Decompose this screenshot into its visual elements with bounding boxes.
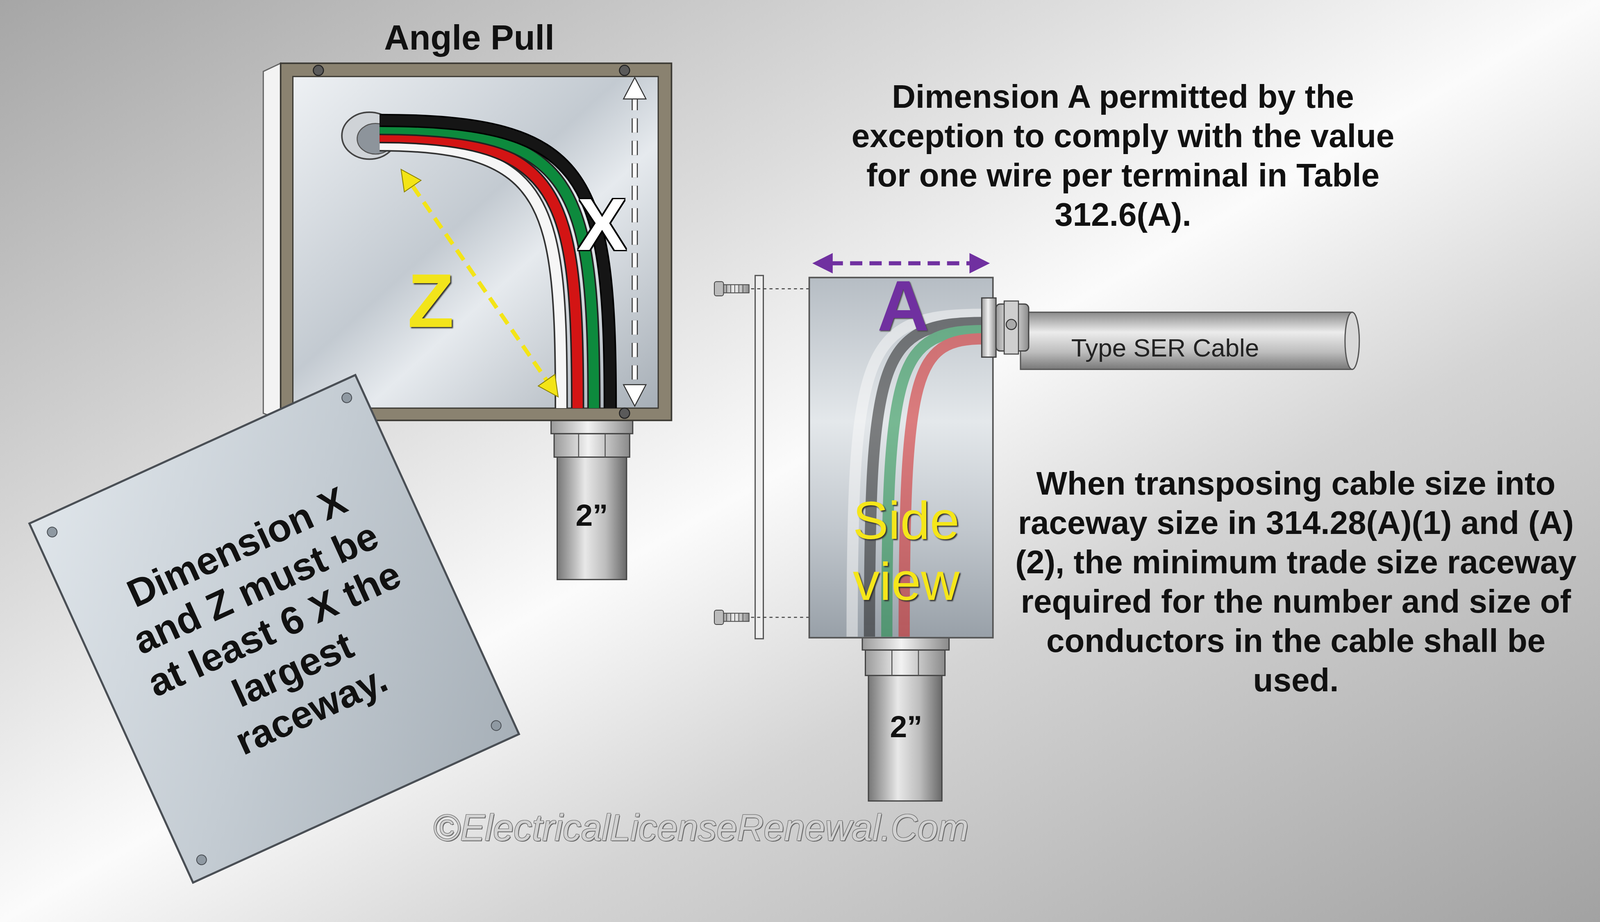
dimension-letter: A [877, 266, 930, 346]
conduit-pipe [868, 674, 942, 802]
dimension-line [830, 261, 972, 266]
screw-thread [726, 613, 744, 622]
screw-head [714, 610, 724, 625]
locknut [551, 420, 633, 434]
nut-edge [891, 650, 893, 676]
arrowhead [401, 169, 422, 192]
screw-thread [726, 284, 744, 294]
ser-cable [981, 297, 1360, 370]
arrowhead [623, 77, 646, 99]
conduit-pipe [557, 455, 627, 580]
conduit-nut [865, 650, 946, 676]
cable-end [1345, 312, 1360, 370]
screw-shank [722, 284, 750, 294]
guide-line [751, 616, 810, 618]
raceway-size: 2” [575, 498, 608, 533]
box-frame [280, 63, 672, 421]
screw-hole [340, 390, 354, 405]
figure-title: Angle Pull [384, 18, 555, 57]
arrowhead [623, 384, 646, 407]
conduit-bottom-right [862, 637, 950, 801]
raceway-size: 2” [889, 709, 923, 744]
connector-strap [1004, 301, 1019, 355]
dimension-letter: X [577, 184, 627, 266]
dimension-letter: Z [407, 259, 454, 344]
wire-outline [379, 120, 611, 409]
guide-line [751, 288, 810, 289]
nut-edge [918, 650, 919, 676]
angle-pull-box [263, 63, 672, 421]
dimension-z [401, 169, 559, 397]
conduit-nut [554, 433, 630, 457]
arrowhead [538, 374, 559, 398]
cover [755, 275, 764, 639]
screw [313, 65, 324, 76]
conduit-bottom-left [551, 420, 633, 580]
screws [313, 65, 630, 419]
nut-edge [604, 433, 606, 457]
locknut [862, 637, 950, 650]
dimension-x [623, 77, 646, 407]
cable-jacket [1020, 312, 1353, 370]
cable-name: Type SER Cable [1071, 334, 1260, 362]
screw-hole [489, 718, 503, 732]
black-wire [379, 120, 611, 409]
screw-hole [195, 853, 209, 867]
screw [619, 65, 630, 76]
dimension-line [632, 95, 637, 387]
arrowhead [969, 253, 991, 274]
nut-edge [578, 433, 580, 457]
box-side [263, 63, 281, 421]
screw-hole [45, 525, 59, 539]
plate [29, 375, 520, 883]
watermark: ©ElectricalLicenseRenewal.Com [433, 807, 969, 849]
connector-locknut [981, 297, 996, 357]
box-inside [293, 76, 659, 409]
view-name: Side view [836, 490, 976, 613]
conductors [379, 120, 611, 409]
dimension-shadow [631, 95, 638, 387]
arrowhead [812, 253, 833, 274]
cover-plate [714, 275, 810, 639]
screw-shank [722, 613, 750, 622]
connector-screw [1006, 319, 1017, 330]
note-text: When transposing cable size into raceway… [1004, 463, 1587, 700]
screw [619, 408, 630, 419]
note-text: Dimension A permitted by the exception t… [831, 77, 1414, 235]
screw-head [714, 281, 724, 296]
